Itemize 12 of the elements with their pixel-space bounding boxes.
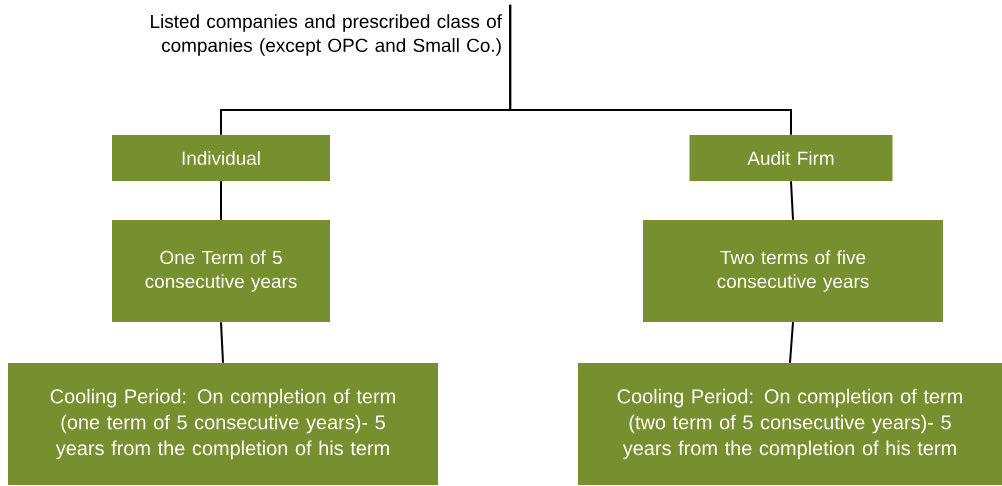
process-box: Cooling Period: On completion of term (two term of 5 consecutive years)- 5 years from the completion of his term — [578, 363, 1002, 485]
process-box: Audit Firm — [689, 135, 893, 181]
heading-text: Listed companies and prescribed class of companies (except OPC and Small Co.) — [151, 14, 502, 56]
process-box: One Term of 5 consecutive years — [112, 220, 330, 322]
connector-line — [789, 321, 794, 364]
process-box: Two terms of five consecutive years — [643, 220, 943, 322]
connector-line — [220, 321, 224, 364]
process-box: Cooling Period: On completion of term (one term of 5 consecutive years)- 5 years from the completion of his term — [8, 363, 438, 485]
process-box: Individual — [112, 135, 330, 181]
connector-line — [220, 180, 222, 221]
connector-line — [790, 180, 794, 221]
connector-line — [509, 3, 792, 136]
